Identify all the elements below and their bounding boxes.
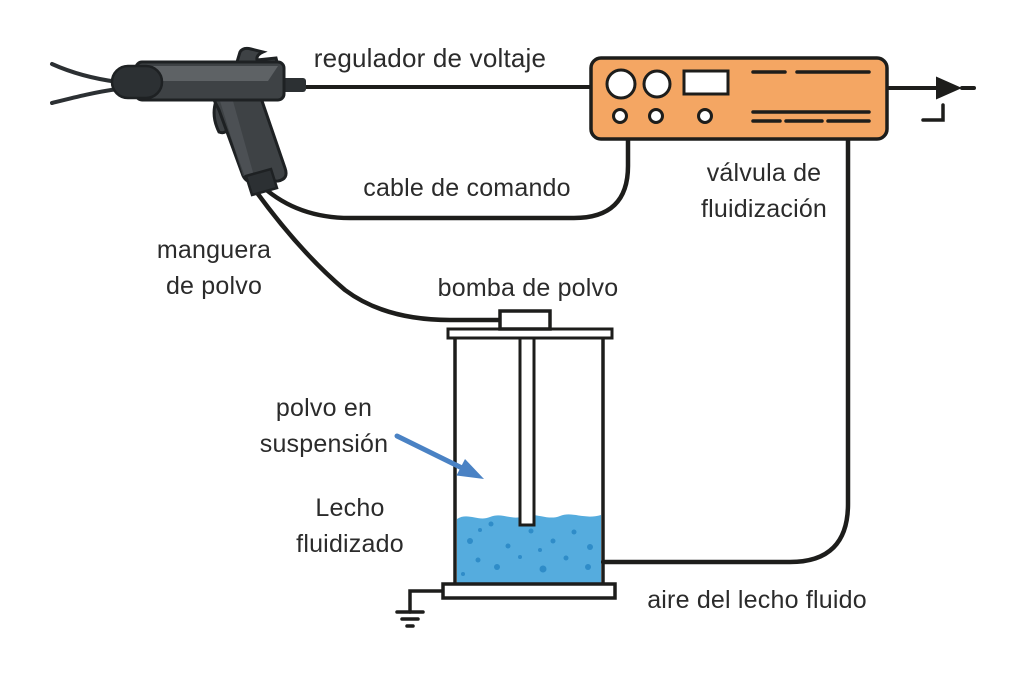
knob-icon	[642, 69, 672, 99]
gun-cable-connector	[281, 78, 306, 92]
arrowhead	[936, 76, 962, 100]
powder-particles	[461, 521, 593, 576]
gun-nozzle	[110, 64, 164, 100]
voltage-regulator-unit	[589, 56, 889, 141]
fluid-fill	[457, 514, 601, 584]
gun-handle-highlight	[220, 101, 254, 176]
label-powder-hose: manguera de polvo	[156, 236, 272, 300]
spray-gun	[50, 46, 306, 197]
label-command-cable: cable de comando	[363, 174, 571, 202]
label-fluid-bed-air: aire del lecho fluido	[647, 586, 867, 614]
ground-symbol-icon	[395, 589, 446, 628]
gun-barrel-highlight	[142, 66, 278, 81]
powder-pump-unit	[498, 309, 552, 331]
output-arrow-icon	[887, 76, 976, 122]
container-base	[441, 582, 617, 600]
pointer-arrow-icon	[394, 433, 484, 479]
small-knob-icon	[697, 108, 713, 124]
electrode-wire-icon	[50, 62, 120, 84]
fluidization-air-line	[600, 137, 851, 565]
label-fluidized-bed: Lecho fluidizado	[296, 494, 404, 558]
fluidized-bed-container	[441, 309, 617, 600]
display-window	[682, 69, 730, 96]
small-knob-icon	[648, 108, 664, 124]
knob-icon	[605, 68, 637, 100]
control-box	[589, 56, 889, 141]
label-voltage-regulator: regulador de voltaje	[313, 43, 547, 73]
dip-tube	[518, 335, 536, 527]
powder-hose-line	[252, 187, 505, 323]
small-knob-icon	[612, 108, 628, 124]
panel-markings	[751, 70, 871, 123]
command-cable-line	[260, 136, 631, 221]
label-powder-pump: bomba de polvo	[437, 274, 619, 302]
label-fluidization-valve: válvula de fluidización	[700, 159, 828, 223]
workpiece-corner-icon	[921, 103, 945, 122]
gun-rear-hook	[234, 46, 279, 64]
electrode-wire-icon	[50, 87, 120, 105]
gun-bottom-connector	[244, 167, 279, 197]
label-suspended-powder: polvo en suspensión	[259, 394, 389, 458]
